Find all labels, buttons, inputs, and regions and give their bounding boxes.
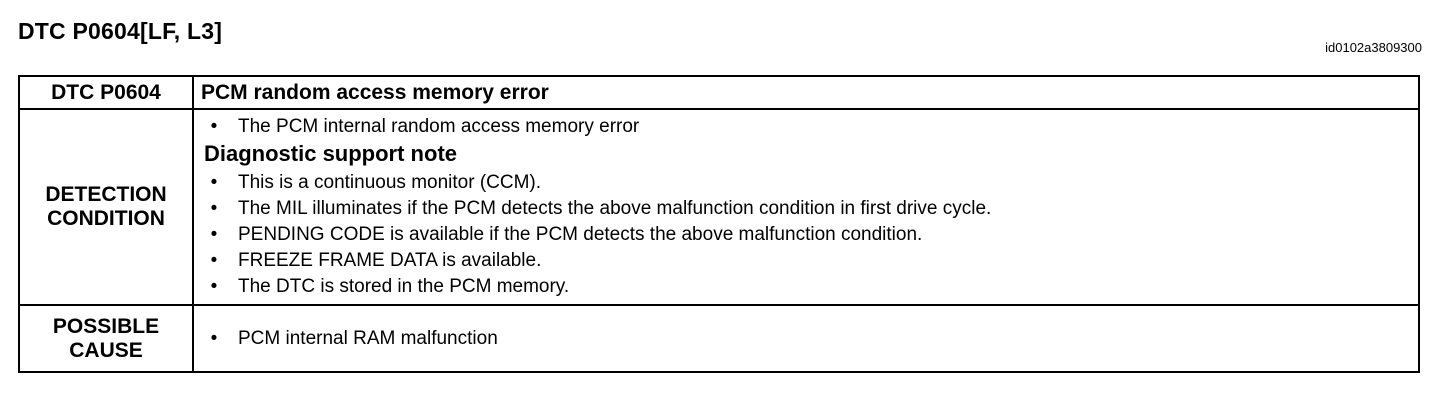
bullet-icon: • [210, 276, 218, 297]
bullet-icon: • [210, 116, 218, 137]
note-bullet-item: • FREEZE FRAME DATA is available. [204, 248, 1410, 274]
detection-condition-content: • The PCM internal random access memory e… [192, 108, 1420, 306]
cause-label-line2: CAUSE [69, 338, 143, 362]
bullet-icon: • [210, 250, 218, 271]
cause-bullets: • PCM internal RAM malfunction [204, 326, 1410, 352]
bullet-text: This is a continuous monitor (CCM). [238, 172, 542, 193]
detection-bullets: • The PCM internal random access memory e… [204, 114, 1410, 140]
bullet-text: PENDING CODE is available if the PCM det… [238, 224, 923, 245]
diagnostic-support-note-heading: Diagnostic support note [204, 141, 457, 166]
cause-bullet-item: • PCM internal RAM malfunction [204, 326, 1410, 352]
note-bullet-item: • The DTC is stored in the PCM memory. [204, 274, 1410, 300]
dtc-code-cell: DTC P0604 [18, 75, 194, 110]
bullet-icon: • [210, 327, 218, 349]
diagnostic-note-bullets: • This is a continuous monitor (CCM). • Th… [204, 170, 1410, 300]
note-bullet-item: • The MIL illuminates if the PCM detects … [204, 196, 1410, 222]
bullet-text: The DTC is stored in the PCM memory. [238, 276, 570, 297]
detection-condition-label: DETECTION CONDITION [18, 108, 194, 306]
bullet-icon: • [210, 198, 218, 219]
bullet-icon: • [210, 224, 218, 245]
note-bullet-item: • PENDING CODE is available if the PCM de… [204, 222, 1410, 248]
document-title: DTC P0604[LF, L3] [18, 18, 223, 44]
possible-cause-row: POSSIBLE CAUSE • PCM internal RAM malfunc… [18, 304, 1420, 373]
bullet-text: PCM internal RAM malfunction [238, 327, 498, 349]
detection-bullet-item: • The PCM internal random access memory e… [204, 114, 1410, 140]
bullet-text: The MIL illuminates if the PCM detects t… [238, 198, 992, 219]
detection-label-line2: CONDITION [47, 207, 165, 230]
detection-condition-row: DETECTION CONDITION • The PCM internal ra… [18, 108, 1420, 306]
possible-cause-content: • PCM internal RAM malfunction [192, 304, 1420, 373]
dtc-description-cell: PCM random access memory error [192, 75, 1420, 110]
dtc-header-row: DTC P0604 PCM random access memory error [18, 75, 1420, 110]
note-bullet-item: • This is a continuous monitor (CCM). [204, 170, 1410, 196]
bullet-text: FREEZE FRAME DATA is available. [238, 250, 542, 271]
possible-cause-label: POSSIBLE CAUSE [18, 304, 194, 373]
dtc-table: DTC P0604 PCM random access memory error… [18, 75, 1420, 373]
detection-label-line1: DETECTION [45, 183, 167, 206]
document-id-code: id0102a3809300 [1325, 40, 1422, 55]
bullet-icon: • [210, 172, 218, 193]
bullet-text: The PCM internal random access memory er… [238, 116, 640, 137]
cause-label-line1: POSSIBLE [52, 314, 160, 338]
